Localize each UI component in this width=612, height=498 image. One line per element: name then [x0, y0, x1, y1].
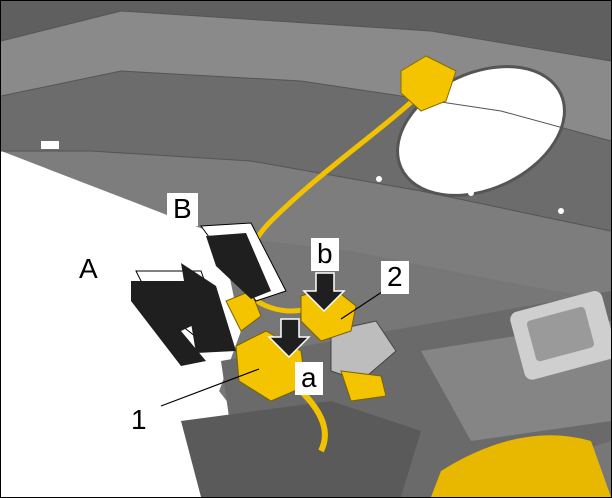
arrow-B [200, 222, 287, 302]
arrow-a [267, 318, 311, 359]
upper-connector [400, 55, 457, 112]
label-B: B [167, 193, 198, 226]
arrow-b [302, 272, 346, 313]
label-b: b [311, 238, 339, 271]
vent-grille [510, 291, 611, 380]
label-a: a [295, 362, 323, 395]
label-2: 2 [381, 261, 409, 294]
leader-line-1 [160, 368, 260, 407]
label-A: A [79, 253, 98, 284]
label-1: 1 [131, 404, 147, 435]
arrow-A [131, 263, 236, 366]
